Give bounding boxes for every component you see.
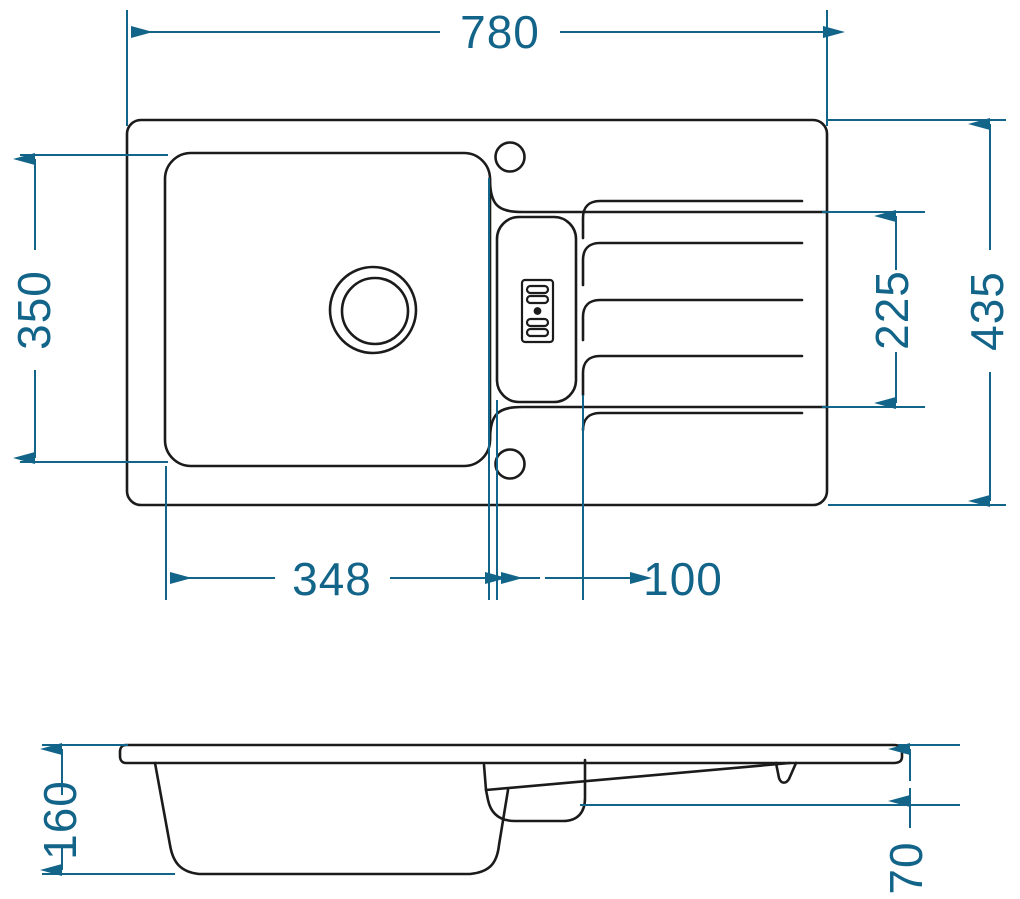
top-view-dimensions: [13, 10, 1006, 600]
rim-fillet-lower: [488, 405, 829, 442]
rim-fillet-upper: [488, 177, 829, 214]
dim-label-435: 435: [961, 271, 1013, 351]
strainer-body: [520, 278, 555, 344]
dim-label-70: 70: [880, 841, 932, 894]
strainer-slot-4: [525, 327, 550, 338]
tap-hole-lower: [494, 448, 526, 480]
strainer-slot-2: [525, 294, 550, 305]
outer-rim: [125, 118, 829, 507]
drainer-groove-2: [581, 241, 804, 287]
tap-hole-upper: [494, 141, 526, 173]
top-view: [125, 118, 829, 507]
dim-label-350: 350: [8, 270, 60, 350]
overflow-channel: [495, 215, 578, 404]
bowl: [163, 151, 492, 468]
drainer-grooves: [581, 199, 804, 432]
bowl-drain-inner-ring: [340, 276, 410, 346]
dim-label-160: 160: [34, 780, 86, 860]
drainer-groove-1: [581, 199, 804, 240]
section-view-dimensions: [40, 743, 960, 876]
dim-label-780: 780: [460, 6, 540, 58]
dim-label-348: 348: [292, 553, 372, 605]
strainer-detail: [520, 278, 555, 344]
dim-label-225: 225: [866, 270, 918, 350]
bowl-drain-outer-ring: [328, 265, 418, 355]
strainer-slot-3: [525, 317, 550, 328]
mounting-clip: [774, 761, 798, 784]
drainer-groove-4: [581, 354, 804, 397]
strainer-slot-1: [525, 284, 550, 295]
drainer-groove-5: [581, 411, 804, 432]
rim-profile: [118, 743, 904, 765]
drainer-groove-3: [581, 298, 804, 342]
bowl-profile: [153, 761, 510, 876]
section-view: [118, 743, 904, 876]
drainer-underside: [482, 761, 792, 792]
strainer-center-dot: [533, 307, 542, 315]
dim-label-100: 100: [643, 553, 723, 605]
drainer-trough: [484, 758, 587, 823]
